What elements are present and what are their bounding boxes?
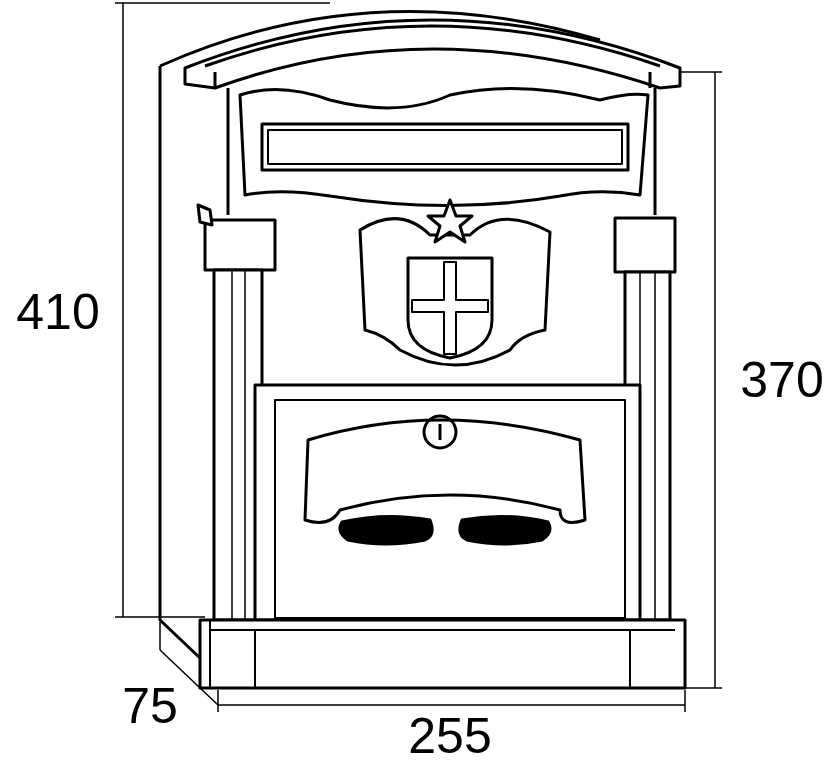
letter-slot (262, 124, 628, 170)
roof-ridge (205, 26, 660, 66)
side-edge (160, 66, 200, 658)
shield (408, 258, 492, 358)
width-dimension (218, 690, 685, 712)
dimension-label: 75 (122, 681, 178, 731)
dimension-label: 255 (408, 711, 491, 761)
column-capital (205, 220, 275, 270)
shield-cross (412, 262, 488, 354)
base-moulding (210, 620, 675, 688)
door-panel (275, 400, 625, 618)
base (200, 620, 685, 688)
door (255, 385, 640, 620)
column-flute (640, 272, 655, 620)
door-flap (305, 420, 585, 522)
column-flute (232, 270, 245, 620)
star (428, 200, 472, 242)
letter-slot (268, 130, 622, 164)
roof-edge (215, 72, 650, 88)
dimension-lines (115, 3, 722, 712)
column-capital (615, 218, 675, 272)
vent-slot (340, 516, 432, 544)
vent-slot (460, 516, 550, 544)
column-capital (198, 205, 212, 225)
roof (185, 20, 680, 88)
mailbox (160, 11, 685, 688)
scroll-banner (240, 89, 648, 206)
panel-edge (228, 88, 655, 215)
crest (360, 219, 550, 365)
dimension-label: 410 (16, 287, 99, 337)
keyhole (439, 424, 442, 440)
dimension-label: 370 (740, 355, 823, 405)
